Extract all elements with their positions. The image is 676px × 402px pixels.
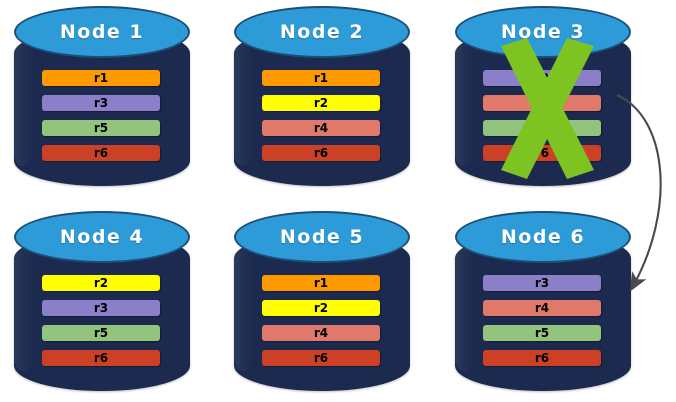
record-list: r1 r2 r4 r6 <box>262 275 382 375</box>
record-bar[interactable]: r2 <box>262 95 380 111</box>
node-label: Node 3 <box>500 21 586 43</box>
node-cylinder-6[interactable]: Node 6 r3 r4 r5 r6 <box>455 211 631 397</box>
node-label: Node 6 <box>500 226 586 248</box>
record-bar[interactable]: r3 <box>483 70 601 86</box>
record-bar[interactable]: r5 <box>42 120 160 136</box>
record-label: r3 <box>534 276 550 290</box>
record-label: r1 <box>313 71 329 85</box>
record-label: r6 <box>534 146 550 160</box>
record-bar[interactable]: r5 <box>483 325 601 341</box>
record-label: r4 <box>534 301 550 315</box>
record-bar[interactable]: r3 <box>42 95 160 111</box>
record-bar[interactable]: r2 <box>42 275 160 291</box>
record-label: r2 <box>313 96 329 110</box>
record-label: r1 <box>313 276 329 290</box>
record-label: r4 <box>534 96 550 110</box>
node-cylinder-2[interactable]: Node 2 r1 r2 r4 r6 <box>234 6 410 192</box>
record-list: r3 r4 r5 r6 <box>483 275 603 375</box>
node-label: Node 1 <box>59 21 145 43</box>
record-label: r6 <box>313 351 329 365</box>
record-label: r4 <box>313 121 329 135</box>
record-bar[interactable]: r3 <box>483 275 601 291</box>
node-cylinder-5[interactable]: Node 5 r1 r2 r4 r6 <box>234 211 410 397</box>
record-list: r1 r3 r5 r6 <box>42 70 162 170</box>
record-label: r5 <box>93 121 109 135</box>
record-bar[interactable]: r6 <box>42 145 160 161</box>
record-label: r6 <box>93 351 109 365</box>
cylinder-top-ellipse <box>455 211 631 263</box>
node-label: Node 4 <box>59 226 145 248</box>
record-bar[interactable]: r6 <box>483 145 601 161</box>
record-list: r2 r3 r5 r6 <box>42 275 162 375</box>
record-bar[interactable]: r4 <box>262 325 380 341</box>
node-label: Node 2 <box>279 21 365 43</box>
record-bar[interactable]: r2 <box>262 300 380 316</box>
record-label: r1 <box>93 71 109 85</box>
record-label: r2 <box>313 301 329 315</box>
record-bar[interactable]: r1 <box>42 70 160 86</box>
cylinder-top-ellipse <box>234 211 410 263</box>
record-label: r5 <box>534 326 550 340</box>
record-list: r3 r4 r5 r6 <box>483 70 603 170</box>
record-bar[interactable]: r6 <box>483 350 601 366</box>
record-bar[interactable]: r4 <box>483 300 601 316</box>
record-label: r6 <box>313 146 329 160</box>
record-label: r3 <box>93 96 109 110</box>
record-label: r3 <box>534 71 550 85</box>
cylinder-top-ellipse <box>234 6 410 58</box>
record-bar[interactable]: r4 <box>483 95 601 111</box>
record-bar[interactable]: r5 <box>483 120 601 136</box>
node-cylinder-1[interactable]: Node 1 r1 r3 r5 r6 <box>14 6 190 192</box>
record-label: r4 <box>313 326 329 340</box>
cylinder-top-ellipse <box>14 6 190 58</box>
record-label: r6 <box>534 351 550 365</box>
record-bar[interactable]: r1 <box>262 275 380 291</box>
record-bar[interactable]: r1 <box>262 70 380 86</box>
record-label: r2 <box>93 276 109 290</box>
node-cylinder-4[interactable]: Node 4 r2 r3 r5 r6 <box>14 211 190 397</box>
record-bar[interactable]: r5 <box>42 325 160 341</box>
node-label: Node 5 <box>279 226 365 248</box>
record-label: r3 <box>93 301 109 315</box>
record-bar[interactable]: r6 <box>262 350 380 366</box>
record-list: r1 r2 r4 r6 <box>262 70 382 170</box>
node-cylinder-3[interactable]: Node 3 r3 r4 r5 r6 <box>455 6 631 192</box>
record-bar[interactable]: r6 <box>42 350 160 366</box>
record-bar[interactable]: r3 <box>42 300 160 316</box>
record-bar[interactable]: r6 <box>262 145 380 161</box>
record-label: r5 <box>93 326 109 340</box>
record-label: r6 <box>93 146 109 160</box>
cylinder-top-ellipse <box>14 211 190 263</box>
record-bar[interactable]: r4 <box>262 120 380 136</box>
record-label: r5 <box>534 121 550 135</box>
